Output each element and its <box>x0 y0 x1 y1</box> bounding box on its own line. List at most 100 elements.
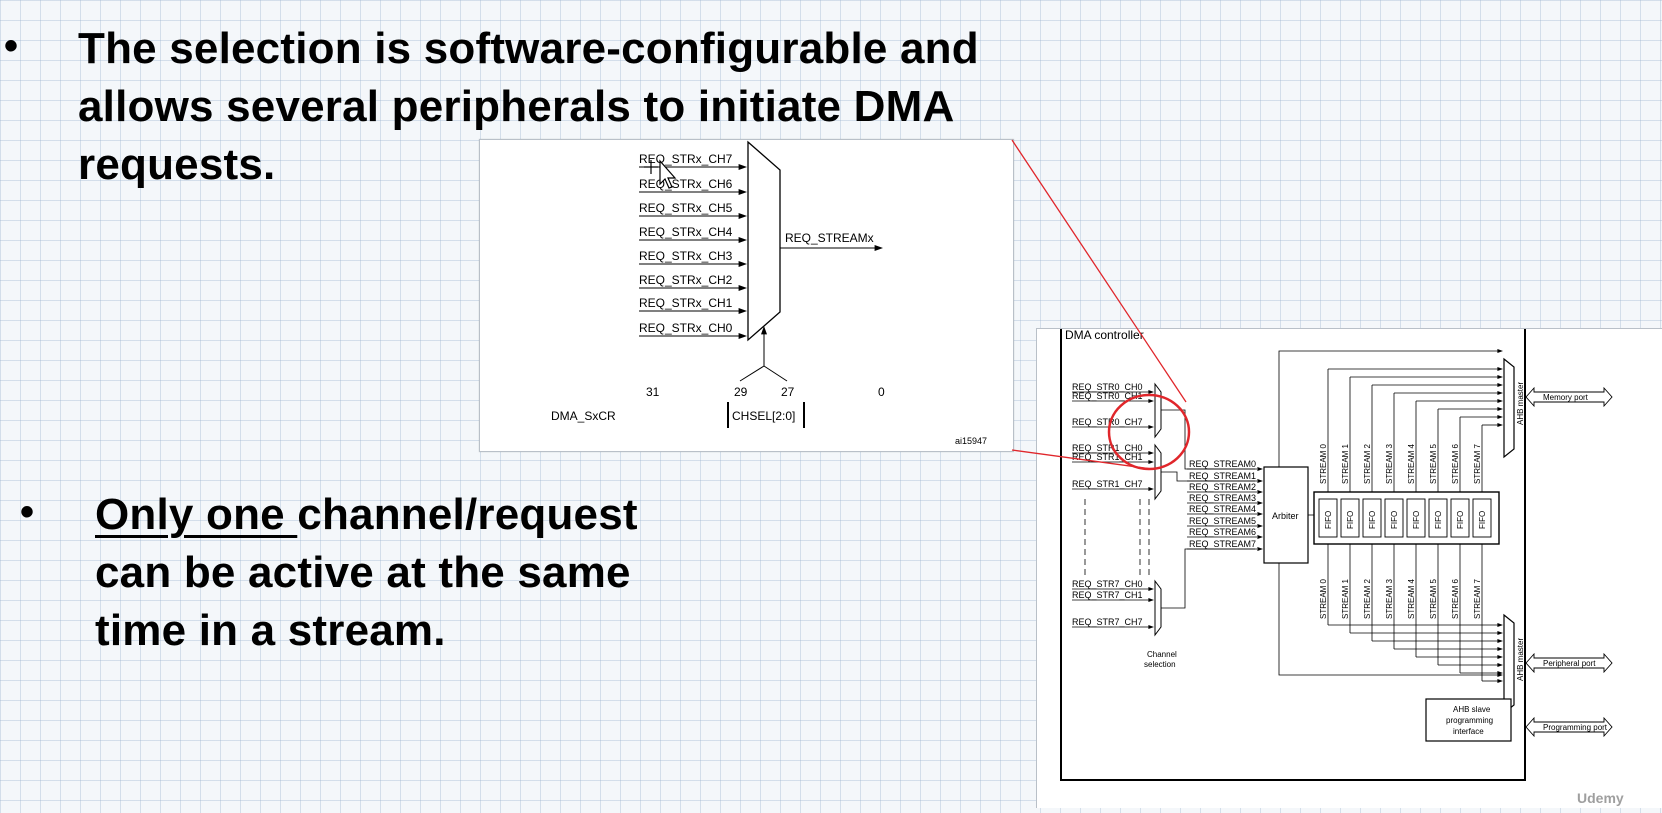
bullet-point-2: Only one channel/request can be active a… <box>95 486 735 660</box>
stream-memory-arrow <box>1497 391 1503 395</box>
stream-label-top: STREAM 5 <box>1429 443 1438 484</box>
stream0-requests-arrow <box>1148 390 1154 394</box>
mouse-cursor-icon <box>659 159 677 189</box>
dma-controller-title: DMA controller <box>1065 329 1144 342</box>
stream-memory-arrow <box>1497 415 1503 419</box>
ahb-slave-label-1: AHB slave <box>1453 705 1491 714</box>
stream-label-top: STREAM 2 <box>1363 443 1372 484</box>
stream-peripheral-arrow <box>1497 679 1503 683</box>
register-bit-number: 29 <box>734 385 748 399</box>
channel-selection-label-1: Channel <box>1147 650 1177 659</box>
arbiter-memory-wire <box>1278 350 1498 467</box>
stream7-requests-label: REQ_STR7_CH0 <box>1072 579 1143 589</box>
mux-input-arrow <box>738 333 747 339</box>
stream-label-bottom: STREAM 2 <box>1363 578 1372 619</box>
mux-input-label: REQ_STRx_CH1 <box>639 296 733 310</box>
stream7-requests-mux <box>1154 579 1162 637</box>
fifo-label: FIFO <box>1456 511 1465 529</box>
mux-input-label: REQ_STRx_CH7 <box>639 152 733 166</box>
stream0-requests-label: REQ_STR0_CH1 <box>1072 391 1143 401</box>
stream0-requests-arrow <box>1148 399 1154 403</box>
mux-input-arrow <box>738 308 747 314</box>
stream-label-top: STREAM 1 <box>1341 443 1350 484</box>
fifo-label: FIFO <box>1368 511 1377 529</box>
ahb-peripheral-master <box>1503 613 1515 715</box>
register-field: CHSEL[2:0] <box>732 409 795 423</box>
fifo-cell <box>1428 498 1448 538</box>
stream-memory-arrow <box>1497 407 1503 411</box>
stream-peripheral-arrow <box>1497 647 1503 651</box>
figure-id: ai15947 <box>955 436 987 446</box>
stream1-requests-arrow <box>1148 451 1154 455</box>
move-crosshair-icon <box>644 160 658 174</box>
fifo-label: FIFO <box>1324 511 1333 529</box>
stream1-requests-label: REQ_STR1_CH7 <box>1072 479 1143 489</box>
arbiter-label: Arbiter <box>1272 511 1299 521</box>
ahb-memory-master-label: AHB master <box>1516 382 1525 425</box>
stream1-requests-label: REQ_STR1_CH1 <box>1072 452 1143 462</box>
mux-output-arrow <box>874 245 883 251</box>
stream-peripheral-arrow <box>1497 639 1503 643</box>
mux-input-arrow <box>738 213 747 219</box>
mux-output-label: REQ_STREAMx <box>785 231 874 245</box>
mux-input-arrow <box>738 237 747 243</box>
stream1-requests-arrow <box>1148 460 1154 464</box>
stream-label-top: STREAM 6 <box>1451 443 1460 484</box>
memory-port-label: Memory port <box>1543 393 1589 402</box>
fifo-cell <box>1406 498 1426 538</box>
programming-port <box>1525 716 1613 738</box>
bullet-1-line-3: requests. <box>78 140 276 189</box>
dma-controller-diagram: DMA controllerREQ_STR0_CH0REQ_STR0_CH1RE… <box>1060 322 1624 806</box>
stream7-output-wire <box>1161 548 1255 609</box>
register-bit-number: 27 <box>781 385 795 399</box>
stream7-requests-arrow <box>1148 625 1154 629</box>
bullet-2-underlined: Only one <box>95 490 298 539</box>
fifo-cell <box>1362 498 1382 538</box>
stream7-requests-label: REQ_STR7_CH1 <box>1072 590 1143 600</box>
bullet-1-line-1: The selection is software-configurable a… <box>78 24 979 73</box>
stream-label-bottom: STREAM 0 <box>1319 578 1328 619</box>
mux-input-label: REQ_STRx_CH6 <box>639 177 733 191</box>
select-arrow <box>761 326 767 335</box>
stream-label-bottom: STREAM 5 <box>1429 578 1438 619</box>
arbiter-memory-arrow <box>1497 349 1503 353</box>
mux-input-arrow <box>738 261 747 267</box>
stream-label-bottom: STREAM 6 <box>1451 578 1460 619</box>
stream7-requests-arrow <box>1148 587 1154 591</box>
register-bit-number: 31 <box>646 385 660 399</box>
stream-label-bottom: STREAM 3 <box>1385 578 1394 619</box>
channel-mux-diagram: REQ_STRx_CH7REQ_STRx_CH6REQ_STRx_CH5REQ_… <box>551 140 987 446</box>
stream-label-bottom: STREAM 7 <box>1473 578 1482 619</box>
stream0-requests-mux <box>1154 382 1162 439</box>
stream-peripheral-arrow <box>1497 623 1503 627</box>
stream-memory-arrow <box>1497 375 1503 379</box>
req-stream-label: REQ_STREAM7 <box>1189 539 1256 549</box>
fifo-label: FIFO <box>1390 511 1399 529</box>
mux-input-label: REQ_STRx_CH5 <box>639 201 733 215</box>
bullet-1-line-2: allows several peripherals to initiate D… <box>78 82 955 131</box>
bullet-1-glyph: • <box>4 24 19 68</box>
bullet-2-line-3: time in a stream. <box>95 606 446 655</box>
mux-trapezoid <box>747 140 781 342</box>
stream-label-top: STREAM 3 <box>1385 443 1394 484</box>
select-line-left <box>739 365 765 382</box>
req-stream-arrow <box>1257 467 1263 471</box>
select-line-right <box>763 365 788 382</box>
stream-memory-arrow <box>1497 367 1503 371</box>
req-stream-arrow <box>1257 524 1263 528</box>
stream-label-bottom: STREAM 1 <box>1341 578 1350 619</box>
stream-peripheral-arrow <box>1497 655 1503 659</box>
stream-peripheral-arrow <box>1497 663 1503 667</box>
ahb-slave-label-2: programming <box>1446 716 1493 725</box>
channel-selection-label-2: selection <box>1144 660 1176 669</box>
bullet-2-line-1: Only one channel/request <box>95 486 735 544</box>
req-stream-arrow <box>1257 490 1263 494</box>
bullet-2-rest: channel/request <box>297 490 638 539</box>
mux-input-label: REQ_STRx_CH3 <box>639 249 733 263</box>
arbiter-peripheral-arrow <box>1497 673 1503 677</box>
mux-input-arrow <box>738 285 747 291</box>
mux-input-label: REQ_STRx_CH4 <box>639 225 733 239</box>
mux-input-label: REQ_STRx_CH2 <box>639 273 733 287</box>
req-stream-arrow <box>1257 547 1263 551</box>
